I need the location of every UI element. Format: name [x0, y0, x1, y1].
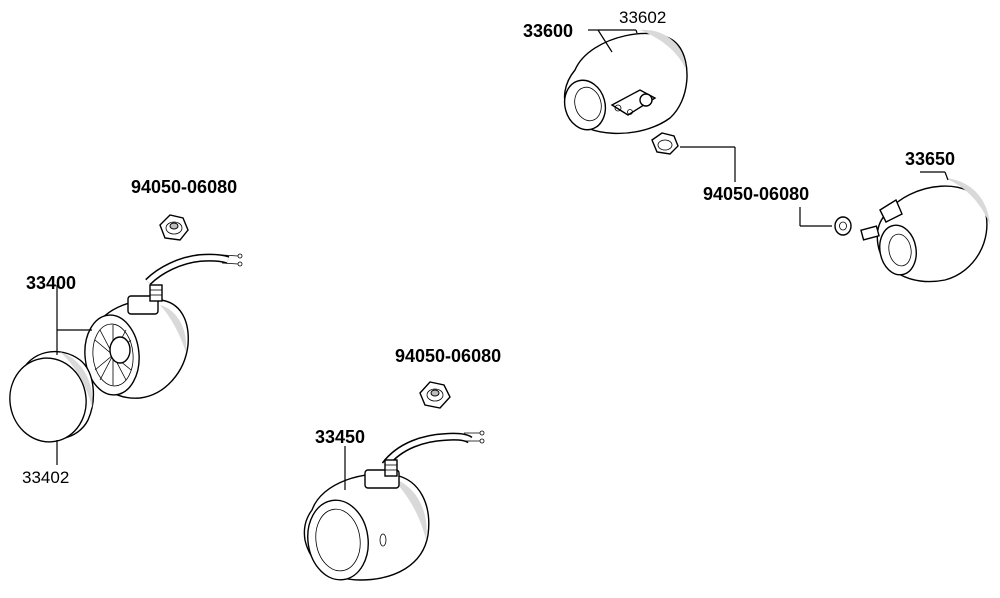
label-33650: 33650 — [905, 149, 955, 169]
label-nut-left: 94050-06080 — [131, 177, 237, 197]
nut-33600 — [651, 132, 679, 155]
label-33400: 33400 — [26, 273, 76, 293]
label-33450: 33450 — [315, 427, 365, 447]
signal-housing-33650 — [860, 178, 990, 283]
nut-33450 — [419, 381, 451, 409]
label-nut-center: 94050-06080 — [395, 346, 501, 366]
label-nut-right: 94050-06080 — [703, 184, 809, 204]
signal-housing-33400 — [84, 284, 189, 399]
lens-33402 — [9, 350, 95, 443]
label-33402: 33402 — [22, 468, 69, 487]
label-33600: 33600 — [523, 21, 573, 41]
nut-33650 — [834, 216, 852, 236]
signal-housing-33600 — [563, 29, 688, 135]
signal-housing-33450 — [303, 459, 430, 581]
label-33602: 33602 — [619, 8, 666, 27]
nut-33400 — [159, 214, 189, 241]
